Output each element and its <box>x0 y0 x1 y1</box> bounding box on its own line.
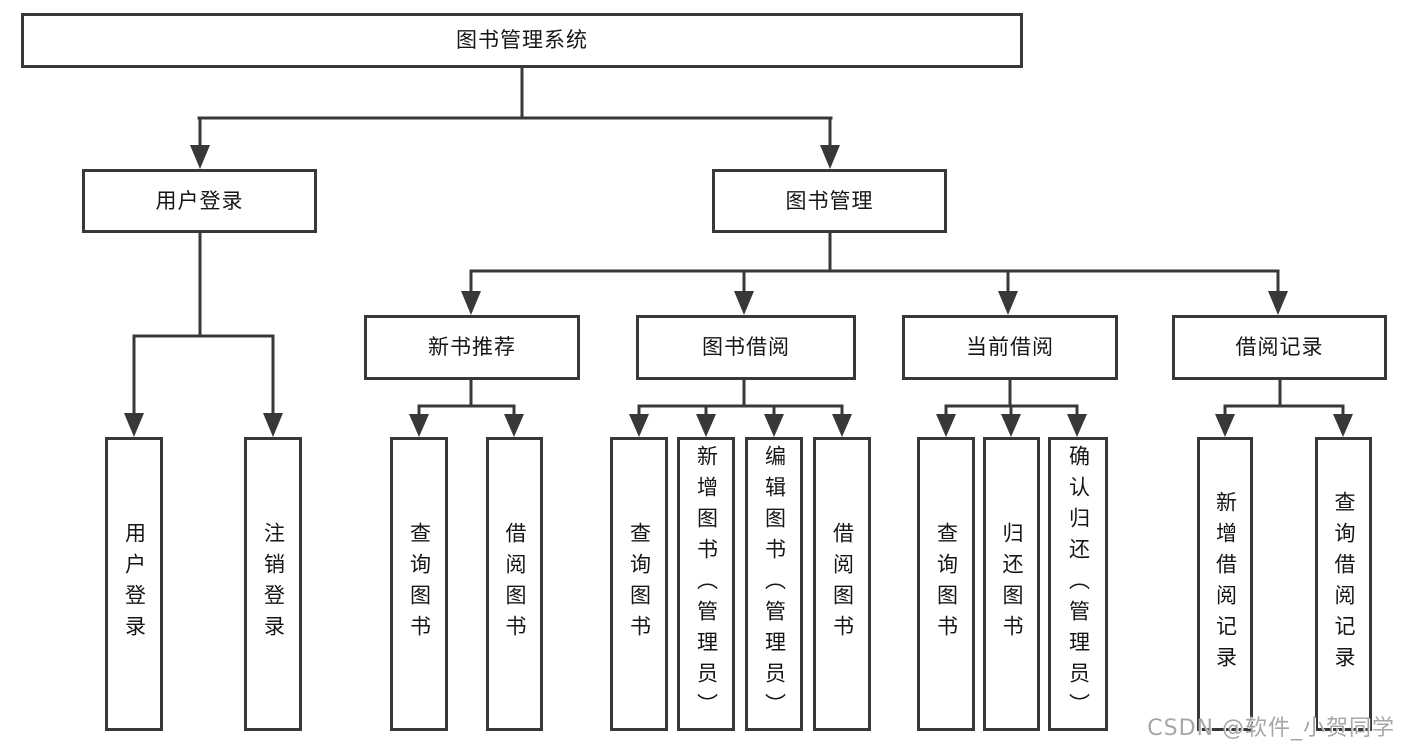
leaf-add-books-admin-label: 新增图书（管理员） <box>694 444 719 724</box>
node-new-book-recommendation: 新书推荐 <box>364 315 580 380</box>
node-new-book-recommendation-label: 新书推荐 <box>428 335 516 359</box>
node-book-management: 图书管理 <box>712 169 947 233</box>
leaf-confirm-return-admin: 确认归还（管理员） <box>1048 437 1108 731</box>
node-book-borrowing-label: 图书借阅 <box>702 335 790 359</box>
connector-borrowing-records-to-leaves <box>1223 378 1345 416</box>
node-user-login-label: 用户登录 <box>155 188 244 213</box>
leaf-edit-books-admin: 编辑图书（管理员） <box>745 437 803 731</box>
leaf-query-books-borrowing: 查询图书 <box>610 437 668 731</box>
node-user-login: 用户登录 <box>82 169 317 233</box>
node-root-system: 图书管理系统 <box>21 13 1023 68</box>
node-borrowing-records: 借阅记录 <box>1172 315 1387 380</box>
node-book-borrowing: 图书借阅 <box>636 315 856 380</box>
leaf-edit-books-admin-label: 编辑图书（管理员） <box>762 444 787 724</box>
leaf-return-books: 归还图书 <box>983 437 1040 731</box>
leaf-user-login: 用户登录 <box>105 437 163 731</box>
leaf-borrow-books: 借阅图书 <box>813 437 871 731</box>
connector-current-borrowing-to-leaves <box>944 378 1079 416</box>
arrowheads-current-borrowing-leaves <box>936 414 1087 437</box>
arrowheads-user-login-leaves <box>124 413 283 437</box>
node-root-system-label: 图书管理系统 <box>456 28 588 52</box>
leaf-query-books-current: 查询图书 <box>917 437 975 731</box>
leaf-query-books-recommend-label: 查询图书 <box>407 522 432 646</box>
leaf-add-books-admin: 新增图书（管理员） <box>677 437 735 731</box>
leaf-add-borrow-record-label: 新增借阅记录 <box>1213 491 1238 677</box>
arrowheads-borrowing-records-leaves <box>1215 414 1353 437</box>
leaf-confirm-return-admin-label: 确认归还（管理员） <box>1066 444 1091 724</box>
leaf-query-books-borrowing-label: 查询图书 <box>627 522 652 646</box>
connector-book-management-to-level3 <box>469 231 1280 293</box>
leaf-return-books-label: 归还图书 <box>1000 522 1024 646</box>
arrowheads-new-book-leaves <box>409 414 524 437</box>
connector-book-borrowing-to-leaves <box>637 378 844 416</box>
leaf-logout-label: 注销登录 <box>261 522 286 646</box>
connector-root-to-level2 <box>197 66 833 147</box>
leaf-query-books-recommend: 查询图书 <box>390 437 448 731</box>
leaf-logout: 注销登录 <box>244 437 302 731</box>
connector-user-login-to-leaves <box>132 231 275 415</box>
node-current-borrowing-label: 当前借阅 <box>966 335 1054 359</box>
arrowheads-book-borrowing-leaves <box>629 414 852 437</box>
connector-new-book-recommendation-to-leaves <box>417 378 516 416</box>
leaf-borrow-books-recommend: 借阅图书 <box>486 437 543 731</box>
leaf-borrow-books-label: 借阅图书 <box>830 522 855 646</box>
leaf-borrow-books-recommend-label: 借阅图书 <box>503 522 527 646</box>
csdn-watermark: CSDN @软件_小贺同学 <box>1147 716 1395 741</box>
leaf-query-borrow-record-label: 查询借阅记录 <box>1332 491 1356 677</box>
arrowheads-level2 <box>190 145 840 169</box>
arrowheads-level3 <box>461 291 1288 315</box>
leaf-user-login-label: 用户登录 <box>122 522 147 646</box>
node-borrowing-records-label: 借阅记录 <box>1235 335 1324 359</box>
leaf-add-borrow-record: 新增借阅记录 <box>1197 437 1253 731</box>
node-current-borrowing: 当前借阅 <box>902 315 1118 380</box>
leaf-query-books-current-label: 查询图书 <box>934 522 959 646</box>
node-book-management-label: 图书管理 <box>785 188 874 213</box>
leaf-query-borrow-record: 查询借阅记录 <box>1315 437 1372 731</box>
